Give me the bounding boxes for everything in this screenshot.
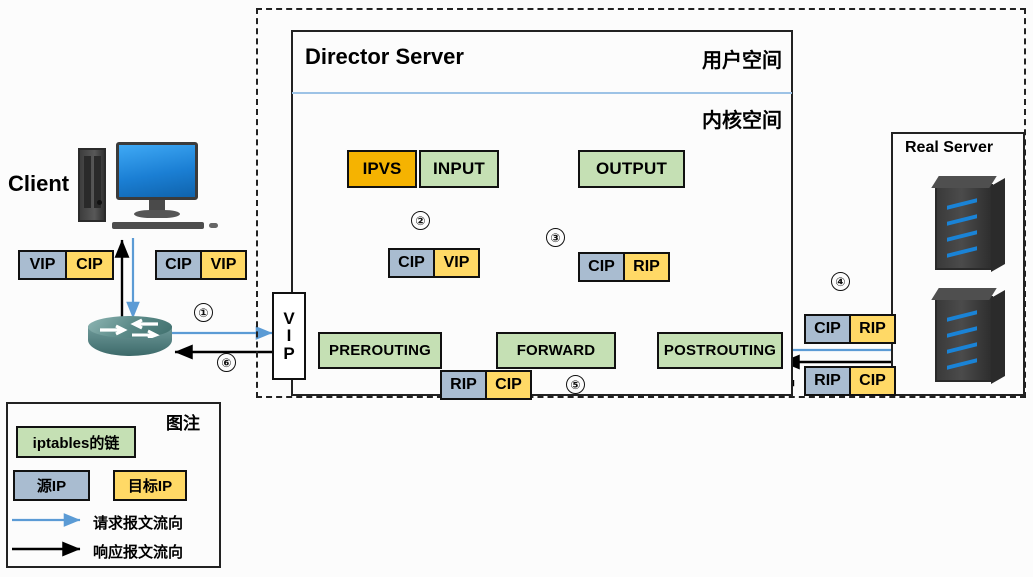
step-number-6: ⑥ bbox=[217, 353, 236, 372]
step-number-3: ③ bbox=[546, 228, 565, 247]
vip-interface-strip: V I P bbox=[272, 292, 306, 380]
legend-src-ip-swatch: 源IP bbox=[13, 470, 90, 501]
outer-dashed-boundary bbox=[256, 8, 1026, 398]
packet-cip-vip-client: CIP VIP bbox=[155, 250, 247, 280]
packet-cip-vip-prerouting: CIP VIP bbox=[388, 248, 480, 278]
packet-src: RIP bbox=[806, 368, 849, 394]
server-tower-icon bbox=[925, 176, 1009, 276]
step-number-1: ① bbox=[194, 303, 213, 322]
legend-request-flow-label: 请求报文流向 bbox=[93, 514, 184, 532]
space-divider bbox=[292, 92, 792, 94]
legend-request-arrow-icon bbox=[12, 513, 81, 527]
packet-dst: CIP bbox=[485, 372, 530, 398]
packet-src: VIP bbox=[20, 252, 65, 278]
packet-src: CIP bbox=[580, 254, 623, 280]
vip-letter: I bbox=[286, 326, 292, 346]
server-tower-icon bbox=[925, 288, 1009, 388]
director-server-title: Director Server bbox=[305, 44, 464, 69]
packet-src: CIP bbox=[390, 250, 433, 276]
ipvs-box: IPVS bbox=[347, 150, 417, 188]
legend-response-arrow-icon bbox=[12, 541, 81, 557]
packet-dst: CIP bbox=[65, 252, 112, 278]
packet-vip-cip: VIP CIP bbox=[18, 250, 114, 280]
step-number-5: ⑤ bbox=[566, 375, 585, 394]
packet-src: CIP bbox=[157, 252, 200, 278]
packet-rip-cip-return: RIP CIP bbox=[440, 370, 532, 400]
packet-dst: VIP bbox=[200, 252, 245, 278]
chain-input: INPUT bbox=[419, 150, 499, 188]
packet-dst: RIP bbox=[623, 254, 668, 280]
packet-src: CIP bbox=[806, 316, 849, 342]
legend-title: 图注 bbox=[166, 414, 200, 434]
desktop-computer-icon bbox=[78, 142, 218, 240]
packet-dst: CIP bbox=[849, 368, 894, 394]
user-space-label: 用户空间 bbox=[702, 48, 782, 72]
packet-cip-rip-postrouting: CIP RIP bbox=[578, 252, 670, 282]
packet-dst: VIP bbox=[433, 250, 478, 276]
legend-response-flow-label: 响应报文流向 bbox=[93, 543, 184, 561]
router-icon bbox=[88, 316, 172, 366]
chain-output: OUTPUT bbox=[578, 150, 685, 188]
legend-chain-swatch: iptables的链 bbox=[16, 426, 136, 458]
legend-dst-ip-swatch: 目标IP bbox=[113, 470, 187, 501]
packet-rip-cip-realserver: RIP CIP bbox=[804, 366, 896, 396]
client-label: Client bbox=[8, 171, 70, 196]
step-number-4: ④ bbox=[831, 272, 850, 291]
vip-letter: V bbox=[283, 309, 295, 328]
kernel-space-label: 内核空间 bbox=[702, 108, 782, 132]
chain-forward: FORWARD bbox=[496, 332, 616, 369]
packet-src: RIP bbox=[442, 372, 485, 398]
step-number-2: ② bbox=[411, 211, 430, 230]
packet-cip-rip-realserver: CIP RIP bbox=[804, 314, 896, 344]
real-server-title: Real Server bbox=[905, 139, 994, 156]
chain-postrouting: POSTROUTING bbox=[657, 332, 783, 369]
packet-dst: RIP bbox=[849, 316, 894, 342]
vip-letter: P bbox=[283, 343, 295, 363]
chain-prerouting: PREROUTING bbox=[318, 332, 442, 369]
